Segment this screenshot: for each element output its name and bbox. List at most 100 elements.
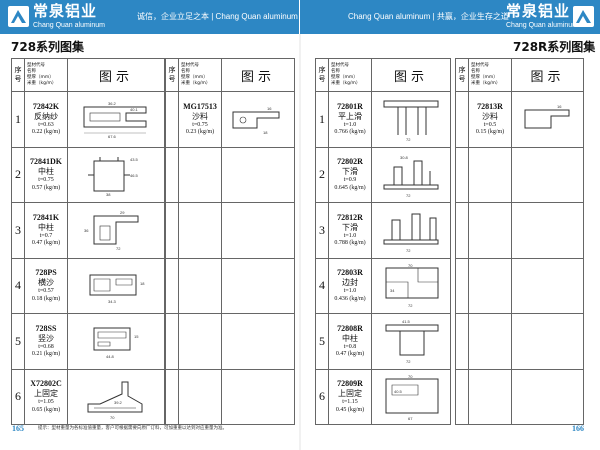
table-row (455, 146, 584, 203)
table-header-row: 序号型材代号名称壁厚（mm）米重（kg/m）图示 (315, 58, 451, 92)
dimension-label: 16 (557, 104, 562, 109)
profile-name: 中柱 (38, 222, 54, 232)
profile-thickness: t=0.68 (38, 343, 54, 350)
header-right: Chang Quan aluminum | 共赢，企业生存之道 常泉铝业 Cha… (300, 0, 600, 34)
header-meta-line: 型材代号 (181, 63, 199, 68)
series-title-right: 728R系列图集 (513, 40, 596, 54)
row-index (165, 257, 179, 314)
row-index (455, 313, 469, 370)
row-index: 1 (11, 91, 25, 148)
empty-cell (468, 257, 512, 314)
row-index (165, 146, 179, 203)
profile-name: 沙料 (192, 111, 208, 121)
header-meta-line: 米重（kg/m） (181, 81, 211, 86)
profile-weight: 0.15 (kg/m) (475, 129, 505, 136)
series-title-left: 728系列图集 (11, 40, 85, 54)
profile-weight: 0.21 (kg/m) (31, 351, 61, 358)
row-index: 4 (11, 257, 25, 314)
header-index-text: 号 (168, 75, 176, 83)
table-row (165, 146, 295, 203)
table-row (165, 368, 295, 425)
empty-cell (468, 202, 512, 259)
profile-name: 下滑 (342, 222, 358, 232)
empty-cell (178, 368, 222, 425)
header-meta-line: 壁厚（mm） (331, 75, 358, 80)
row-index (165, 202, 179, 259)
profile-thickness: t=0.75 (38, 177, 54, 184)
header-meta-line: 型材代号 (27, 63, 45, 68)
table-header-row: 序号型材代号名称壁厚（mm）米重（kg/m）图示 (11, 58, 165, 92)
profile-thickness: t=1.05 (38, 399, 54, 406)
row-index (455, 368, 469, 425)
dimension-label: 40.5 (394, 389, 403, 394)
empty-cell (511, 313, 584, 370)
table-row (165, 313, 295, 370)
header-index-text: 号 (318, 75, 326, 83)
brand-name-en-right: Chang Quan aluminum (506, 22, 578, 29)
profile-name: 沙料 (482, 111, 498, 121)
profile-weight: 0.45 (kg/m) (335, 406, 365, 413)
dimension-label: 72 (408, 303, 413, 308)
brand-name-cn: 常泉铝业 (33, 2, 98, 20)
header-meta-line: 米重（kg/m） (471, 81, 501, 86)
profile-weight: 0.645 (kg/m) (334, 184, 366, 191)
row-index: 6 (315, 368, 329, 425)
profile-name: 中柱 (342, 333, 358, 343)
empty-cell (221, 202, 295, 259)
header-meta: 型材代号名称壁厚（mm）米重（kg/m） (178, 58, 222, 92)
dimension-label: 67.6 (108, 134, 117, 139)
empty-cell (221, 257, 295, 314)
profile-thickness: t=1.0 (343, 121, 357, 128)
logo-icon (8, 6, 29, 27)
profile-code: 72802R (337, 157, 363, 167)
profile-code: 728PS (35, 268, 57, 278)
dimension-label: 72 (406, 137, 411, 142)
profile-weight: 0.22 (kg/m) (31, 129, 61, 136)
profile-drawing: 72 (383, 100, 439, 142)
dimension-label: 34.3 (108, 299, 117, 304)
profile-thickness: t=0.5 (483, 121, 497, 128)
dimension-label: 18 (140, 281, 145, 286)
dimension-label: 46.5 (130, 173, 139, 178)
row-index: 1 (315, 91, 329, 148)
profile-name: 反纳纱 (34, 111, 58, 121)
profile-figure: 18 34.3 (67, 257, 165, 314)
profile-code: 72803R (337, 268, 363, 278)
header-index: 序号 (315, 58, 329, 92)
header-index: 序号 (165, 58, 179, 92)
header-index-text: 号 (14, 75, 22, 83)
profile-name: 中柱 (38, 167, 54, 177)
table-row (455, 257, 584, 314)
profile-figure: 72 (371, 202, 451, 259)
profile-code: X72802C (30, 379, 62, 389)
empty-cell (221, 368, 295, 425)
profile-drawing: 16 (524, 104, 569, 129)
row-index: 4 (315, 257, 329, 314)
profile-drawing: 39.270 (87, 381, 143, 420)
header-meta: 型材代号名称壁厚（mm）米重（kg/m） (468, 58, 512, 92)
dimension-label: 36 (84, 228, 89, 233)
profile-code: 72841DK (30, 157, 62, 167)
profile-thickness: t=0.8 (343, 343, 357, 350)
dimension-label: 34 (390, 288, 395, 293)
empty-cell (178, 313, 222, 370)
row-index: 3 (11, 202, 25, 259)
empty-cell (511, 257, 584, 314)
header-meta-line: 名称 (331, 69, 340, 74)
